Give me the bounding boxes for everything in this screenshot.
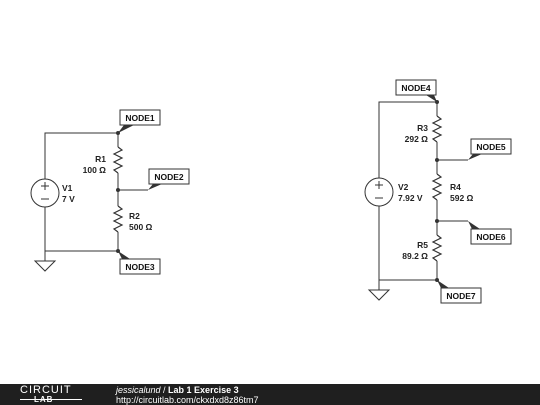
node1-tag[interactable]: NODE1 (118, 109, 161, 133)
node6-label: NODE6 (476, 232, 506, 242)
circuit-url[interactable]: http://circuitlab.com/ckxdxd8z86tm7 (116, 395, 259, 405)
logo-text-top: CIRCUIT (20, 384, 72, 396)
node3-label: NODE3 (125, 262, 155, 272)
r5-label: R5 (417, 240, 428, 250)
wire-bottom-right (378, 206, 438, 281)
circuit-2: V2 7.92 V R3 292 Ω R4 592 Ω R5 89.2 Ω NO… (364, 79, 512, 304)
r4-label: R4 (450, 182, 461, 192)
v1-label: V1 (62, 183, 73, 193)
v2-value: 7.92 V (398, 193, 423, 203)
v1-value: 7 V (62, 194, 75, 204)
logo-text-bottom: LAB (34, 395, 54, 404)
node5-tag[interactable]: NODE5 (468, 138, 512, 160)
voltage-source-v2[interactable] (364, 177, 394, 207)
schematic-canvas: V1 7 V R1 100 Ω R2 500 Ω NODE1 NODE2 NOD… (30, 79, 512, 304)
node3-tag[interactable]: NODE3 (118, 251, 161, 275)
separator: / (160, 385, 169, 395)
node4-tag[interactable]: NODE4 (395, 79, 437, 102)
r5-value: 89.2 Ω (402, 251, 428, 261)
node1-label: NODE1 (125, 113, 155, 123)
r2-value: 500 Ω (129, 222, 153, 232)
circuit-title[interactable]: Lab 1 Exercise 3 (168, 385, 239, 395)
r1-label: R1 (95, 154, 106, 164)
wire-bottom-left (44, 207, 119, 252)
circuit-1: V1 7 V R1 100 Ω R2 500 Ω NODE1 NODE2 NOD… (30, 109, 190, 275)
ground-symbol-1 (33, 260, 57, 272)
node6-tag[interactable]: NODE6 (468, 221, 512, 245)
wire-top-right (378, 101, 438, 178)
resistor-r4[interactable] (431, 173, 443, 201)
resistor-r1[interactable] (112, 146, 124, 174)
node5-label: NODE5 (476, 142, 506, 152)
r1-value: 100 Ω (83, 165, 107, 175)
r3-value: 292 Ω (405, 134, 429, 144)
r2-label: R2 (129, 211, 140, 221)
node7-tag[interactable]: NODE7 (437, 280, 482, 304)
r4-value: 592 Ω (450, 193, 474, 203)
r3-label: R3 (417, 123, 428, 133)
footer-bar: CIRCUIT LAB jessicalund / Lab 1 Exercise… (0, 384, 540, 405)
node7-label: NODE7 (446, 291, 476, 301)
node2-tag[interactable]: NODE2 (148, 168, 190, 190)
v2-label: V2 (398, 182, 409, 192)
author-link[interactable]: jessicalund (116, 385, 161, 395)
ground-symbol-2 (367, 289, 391, 301)
node2-label: NODE2 (154, 172, 184, 182)
wire-top-left (44, 132, 119, 179)
logo-line (20, 399, 82, 400)
resistor-r5[interactable] (431, 234, 443, 262)
voltage-source-v1[interactable] (30, 178, 60, 208)
footer-text: jessicalund / Lab 1 Exercise 3 http://ci… (116, 385, 259, 405)
resistor-r3[interactable] (431, 115, 443, 143)
resistor-r2[interactable] (112, 205, 124, 233)
node4-label: NODE4 (401, 83, 431, 93)
